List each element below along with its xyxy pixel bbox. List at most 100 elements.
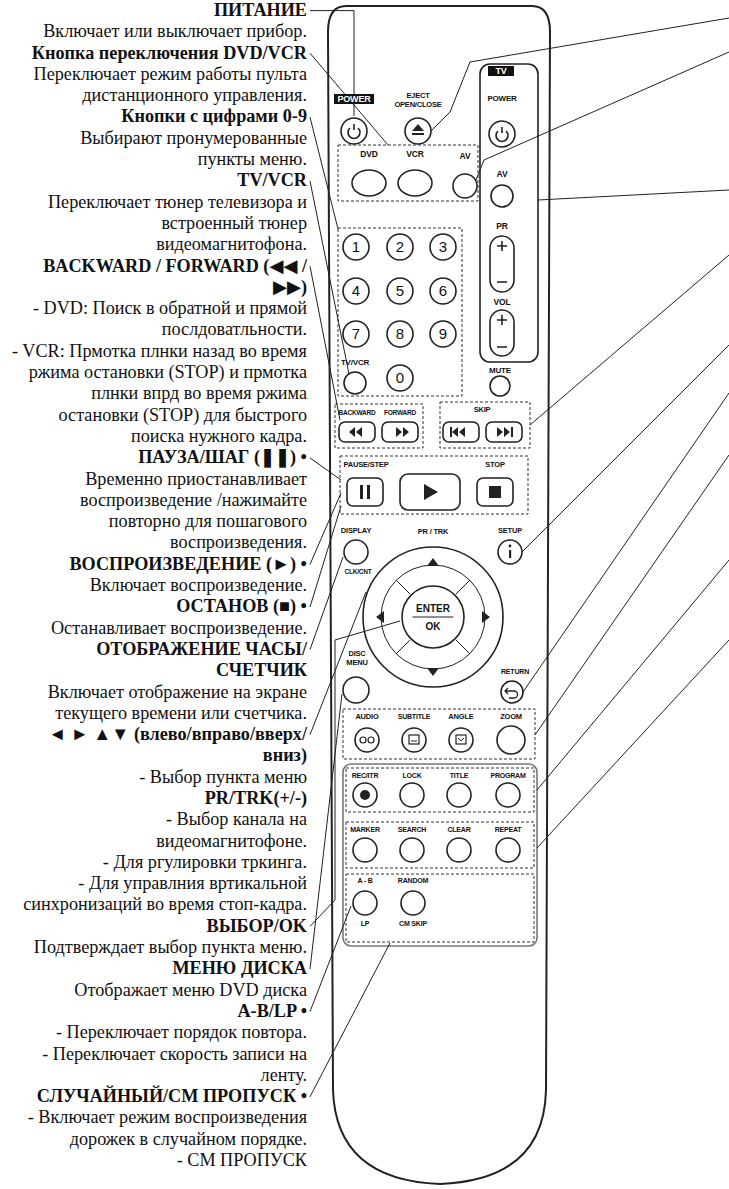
button-text: 9 xyxy=(439,326,447,343)
callout-text: Переключает режим работы пульта дистанци… xyxy=(7,64,307,107)
button-circle xyxy=(343,321,369,347)
callout-heading: ВОСПРОИЗВЕДЕНИЕ (►) • xyxy=(7,554,307,575)
callout-heading: TV/VCR xyxy=(7,170,307,191)
button-label: VOL xyxy=(489,298,515,308)
callout-heading: СЛУЧАЙНЫЙ/CM ПРОПУСК • xyxy=(7,1086,307,1107)
leader-line xyxy=(310,557,343,650)
button-label: SUBTITLE xyxy=(392,713,436,721)
button-label: ANGLE xyxy=(443,713,479,722)
button-circle xyxy=(402,586,464,648)
callout-text: - CM ПРОПУСК xyxy=(7,1150,307,1171)
button-label: LP xyxy=(350,920,380,928)
button-label: A - B xyxy=(347,877,383,885)
button-label: DVD xyxy=(354,150,384,160)
digit-button: 0 xyxy=(386,364,414,392)
button-label: DISPLAY xyxy=(334,527,378,536)
leader-line xyxy=(310,906,351,1012)
button-circle xyxy=(430,234,456,260)
button-label: RANDOM xyxy=(391,877,435,885)
leader-line xyxy=(310,694,342,969)
button-label: MARKER xyxy=(343,826,387,834)
callout-heading: A-B/LP • xyxy=(7,1001,307,1022)
button-label: RETURN xyxy=(496,668,534,676)
button-outline xyxy=(401,585,465,649)
callout-text: Подтверждает выбор пункта меню. xyxy=(7,937,307,958)
callout-heading: Кнопки с цифрами 0-9 xyxy=(7,106,307,127)
callout-text: Останавливает воспроизведение. xyxy=(7,618,307,639)
button-circle xyxy=(387,321,413,347)
callout-text: Включает или выключает прибор. xyxy=(7,21,307,42)
button-text: ENTER xyxy=(416,603,450,614)
digit-button: 5 xyxy=(386,277,414,305)
button-text: 1 xyxy=(352,239,360,256)
leader-line xyxy=(310,506,341,607)
callout-text: Выбирают пронумерованные пункты меню. xyxy=(47,128,307,171)
button-label: FORWARD xyxy=(380,409,420,416)
digit-button: 1 xyxy=(342,233,370,261)
button-label: AV xyxy=(490,170,514,180)
callout-heading: ОСТАНОВ (■) • xyxy=(7,596,307,617)
button-label: REPEAT xyxy=(488,826,528,834)
button-text: 3 xyxy=(439,239,447,256)
button-circle xyxy=(343,278,369,304)
digit-button: 7 xyxy=(342,320,370,348)
leader-line xyxy=(310,53,388,145)
button-circle xyxy=(387,365,413,391)
callout-text: Включает отображение на экране текущего … xyxy=(22,682,307,725)
digit-button: 2 xyxy=(386,233,414,261)
leader-line xyxy=(310,266,340,420)
button-label: LOCK xyxy=(394,772,430,780)
leader-line xyxy=(310,458,341,480)
digit-button: 9 xyxy=(429,320,457,348)
button-text: 8 xyxy=(396,326,404,343)
callout-text: - Для управлния вртикальной синхронизаци… xyxy=(7,873,307,916)
callout-heading: ВЫБОР/OK xyxy=(7,916,307,937)
button-label-inverted: TV xyxy=(488,66,514,76)
button-label-inverted: POWER xyxy=(334,94,374,104)
callout-heading: PR/TRK(+/-) xyxy=(7,788,307,809)
callout-text: Переключает тюнер телевизора и встроенны… xyxy=(37,192,307,256)
button-label: SEARCH xyxy=(392,826,432,834)
callout-text: - Переключает порядок повтора. xyxy=(7,1022,307,1043)
button-label: MUTE xyxy=(483,366,517,375)
button-label: EJECT OPEN/CLOSE xyxy=(392,92,444,109)
callout-text: - Для ргулировки тркинга. xyxy=(7,852,307,873)
button-label: SKIP xyxy=(467,406,497,415)
callout-text: - Выбор пункта меню xyxy=(7,767,307,788)
callout-heading: ПАУЗА/ШАГ (❚❚) • xyxy=(7,447,307,468)
button-circle xyxy=(430,321,456,347)
button-text: 5 xyxy=(396,283,404,300)
button-label: TV/VCR xyxy=(333,358,377,367)
callout-heading: BACKWARD / FORWARD (◀◀ / ▶▶) xyxy=(7,256,307,299)
button-label: ZOOM xyxy=(493,713,529,722)
leader-line xyxy=(310,621,400,926)
leader-line xyxy=(310,117,338,229)
button-label: PAUSE/STEP xyxy=(338,461,394,470)
callout-text: - Выбор канала на видеомагнитофоне. xyxy=(97,809,307,852)
button-label: BACKWARD xyxy=(335,409,379,416)
button-label: SETUP xyxy=(492,527,528,536)
digit-button: 3 xyxy=(429,233,457,261)
button-label: CLK/CNT xyxy=(336,568,380,575)
leader-line xyxy=(310,493,341,564)
callout-heading: Кнопка переключения DVD/VCR xyxy=(7,43,307,64)
callout-column: ПИТАНИЕВключает или выключает прибор.Кно… xyxy=(0,0,307,1171)
button-text: 4 xyxy=(352,283,360,300)
digit-button: 4 xyxy=(342,277,370,305)
callout-text: - DVD: Поиск в обратной и прямой послдов… xyxy=(22,298,307,341)
callout-text: Включает воспроизведение. xyxy=(7,575,307,596)
button-label: PROGRAM xyxy=(485,772,531,780)
button-label: REC/ITR xyxy=(343,772,387,780)
button-text: 7 xyxy=(352,326,360,343)
leader-line xyxy=(310,943,390,1097)
callout-heading: ПИТАНИЕ xyxy=(7,0,307,21)
button-label: CLEAR xyxy=(441,826,477,834)
button-divider xyxy=(413,617,454,618)
callout-text: - Включает режим воспроизведения дорожек… xyxy=(7,1107,307,1150)
callout-heading: ◄ ► ▲▼ (влево/вправо/вверх/вниз) xyxy=(7,724,307,767)
button-text: OK xyxy=(426,621,441,632)
callout-text: Отображает меню DVD диска xyxy=(7,980,307,1001)
button-text: 6 xyxy=(439,283,447,300)
button-label: POWER xyxy=(482,94,522,103)
